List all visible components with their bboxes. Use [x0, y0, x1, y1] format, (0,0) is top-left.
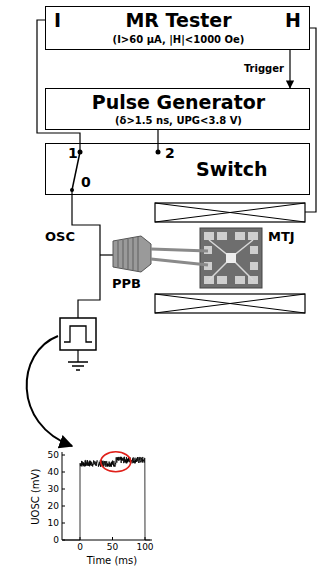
tick-label: 10 [48, 518, 59, 528]
oscilloscope-symbol [60, 318, 96, 370]
curved-arrow [27, 336, 72, 446]
signal-line [157, 130, 158, 143]
tick-label: 50 [107, 542, 118, 552]
mtj-chip [200, 228, 262, 288]
tick-label: 20 [48, 501, 59, 511]
tick-mark [62, 506, 65, 507]
component-label: OSC [45, 230, 75, 245]
box-text: I [54, 10, 61, 32]
component-label: PPB [112, 277, 141, 292]
field-wire [305, 28, 316, 212]
box-text: Pulse Generator [46, 92, 311, 114]
y-axis [62, 452, 63, 540]
box-text: (I>60 μA, |H|<1000 Oe) [46, 34, 311, 46]
instrument-box: IMR TesterH (I>60 μA, |H|<1000 Oe) [45, 6, 310, 50]
edge-label: Trigger [243, 63, 285, 75]
instrument-box: Pulse Generator(δ>1.5 ns, UPG<3.8 V) [45, 88, 310, 130]
highlight-ellipse [101, 452, 131, 472]
tick-label: 40 [48, 467, 59, 477]
probe-wire [100, 254, 113, 255]
signal-wire [72, 190, 100, 318]
magnet-coil [155, 203, 305, 222]
box-text: Switch [196, 159, 268, 181]
component-label: MTJ [268, 230, 295, 245]
trigger-arrow [289, 50, 290, 88]
tick-label: 30 [48, 484, 59, 494]
tick-mark [62, 489, 65, 490]
tick-label: 0 [77, 542, 83, 552]
axis-title: Time (ms) [87, 555, 137, 567]
axis-title: UOSC (mV) [30, 469, 42, 525]
magnet-coil [155, 294, 305, 313]
tick-label: 0 [53, 535, 59, 545]
oscilloscope-trace-chart [62, 452, 152, 540]
box-text: MR Tester [46, 10, 311, 32]
tick-mark [62, 472, 65, 473]
box-text: 1 [68, 145, 78, 161]
tick-mark [62, 455, 65, 456]
box-text: (δ>1.5 ns, UPG<3.8 V) [46, 115, 311, 127]
tick-mark [62, 523, 65, 524]
tick-label: 50 [48, 450, 59, 460]
signal-line [37, 20, 80, 143]
picoprobe [113, 236, 208, 272]
switch-contacts [70, 143, 161, 192]
tick-mark [112, 537, 113, 540]
switch-box: 1 2Switch 0 [45, 143, 310, 195]
box-text: 2 [165, 145, 175, 161]
box-text: H [285, 10, 301, 32]
tick-label: 100 [136, 542, 153, 552]
box-text: 0 [81, 174, 91, 190]
